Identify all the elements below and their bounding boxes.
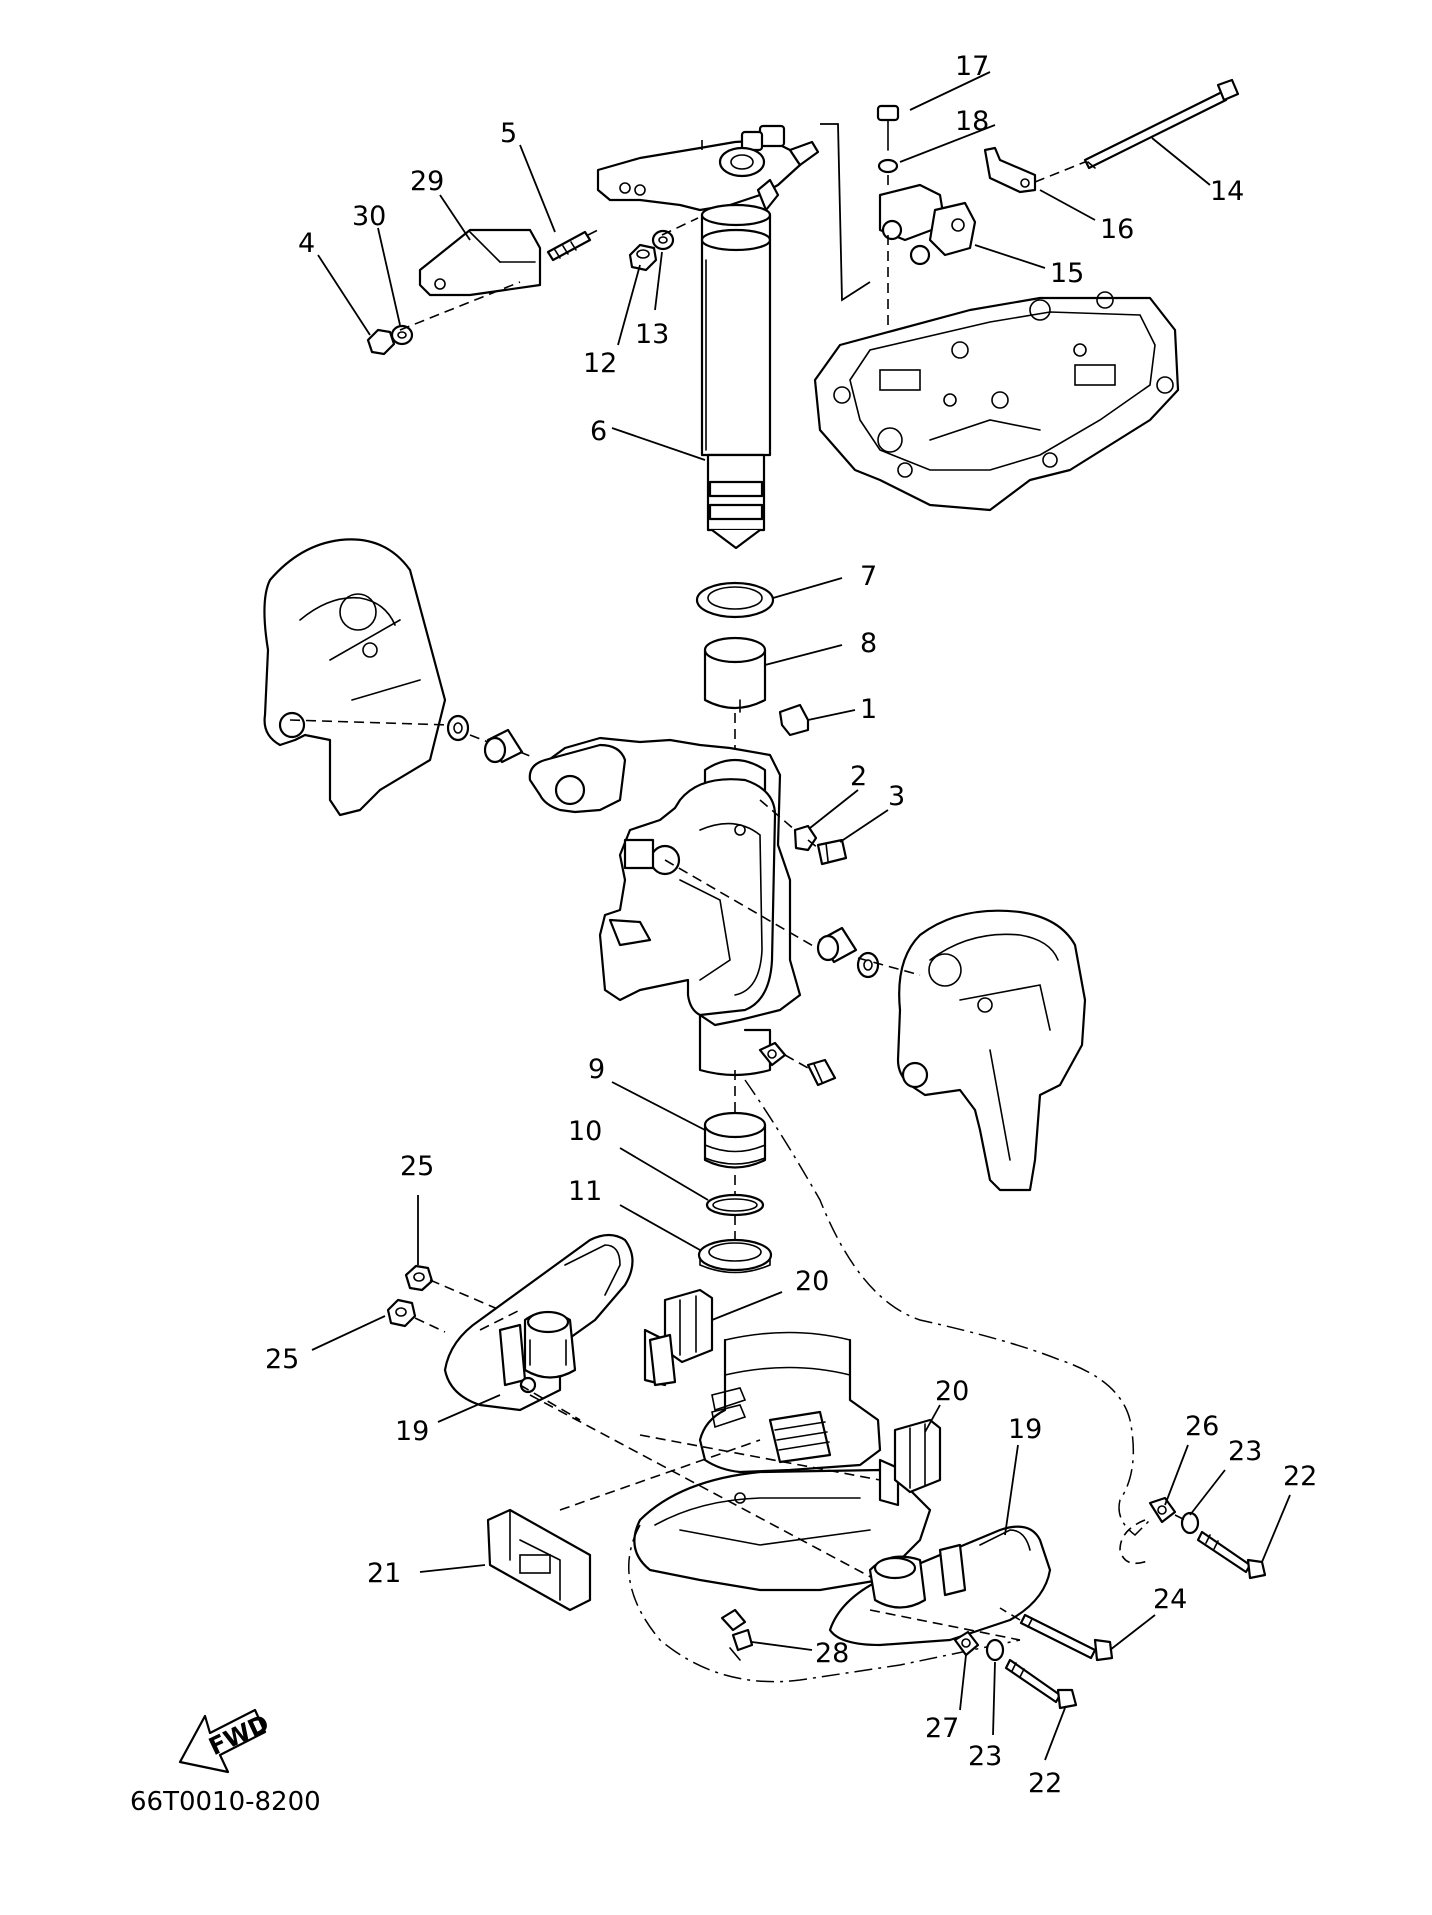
- damper-20-lower: [878, 1418, 942, 1507]
- steering-arm: [596, 124, 820, 212]
- damper-20-upper: [643, 1288, 714, 1387]
- callout-23-lower: 23: [968, 1741, 1002, 1772]
- callout-27: 27: [925, 1713, 959, 1744]
- callout-19-right: 19: [1008, 1414, 1042, 1445]
- callout-28: 28: [815, 1638, 849, 1669]
- clip-26: [1148, 1496, 1177, 1524]
- bolt-22-lower: [1004, 1658, 1078, 1710]
- clamp-bracket-right: [896, 909, 1087, 1192]
- washer-23-lower: [985, 1638, 1005, 1662]
- callout-23-upper: 23: [1228, 1436, 1262, 1467]
- clip-27: [953, 1630, 980, 1657]
- bushing-9: [703, 1111, 767, 1169]
- callout-21: 21: [367, 1558, 401, 1589]
- steering-shaft: [700, 203, 772, 550]
- fwd-label: FWD: [205, 1709, 274, 1761]
- callout-22-lower: 22: [1028, 1768, 1062, 1799]
- bushing-right: [816, 926, 858, 964]
- mount-plate: [813, 291, 1180, 512]
- rubber-mount-19-right: [828, 1525, 1052, 1647]
- callout-6: 6: [590, 416, 607, 447]
- washer-13: [651, 229, 675, 251]
- washer-30: [390, 324, 414, 346]
- callout-1: 1: [860, 694, 877, 725]
- callout-26: 26: [1185, 1411, 1219, 1442]
- washer-left: [446, 714, 470, 742]
- nut-25-top: [404, 1264, 434, 1292]
- callout-22-upper: 22: [1283, 1461, 1317, 1492]
- leader-lines: [311, 71, 1291, 1761]
- callout-4: 4: [298, 228, 315, 259]
- washer-right: [856, 951, 880, 979]
- o-ring-10: [705, 1193, 765, 1217]
- callout-29: 29: [410, 166, 444, 197]
- callout-8: 8: [860, 628, 877, 659]
- terminal-16: [983, 146, 1037, 194]
- callout-18: 18: [955, 106, 989, 137]
- bolt-3: [816, 838, 848, 866]
- stud-bolt-5: [546, 230, 592, 262]
- callout-24: 24: [1153, 1584, 1187, 1615]
- callout-2: 2: [850, 761, 867, 792]
- bracket-29: [418, 228, 542, 297]
- bushing-left: [483, 728, 524, 764]
- callout-10: 10: [568, 1116, 602, 1147]
- washer-18: [877, 158, 899, 174]
- swivel-bracket: [528, 736, 802, 1077]
- link-block-15: [878, 183, 977, 266]
- callout-labels: 17 18 14 16 15 5 29 30 4 12 13 6 7 8 1 2…: [265, 51, 1317, 1799]
- callout-17: 17: [955, 51, 989, 82]
- washer-7: [695, 581, 775, 619]
- callout-9: 9: [588, 1054, 605, 1085]
- nut-4: [366, 328, 396, 356]
- callout-20-lower: 20: [935, 1376, 969, 1407]
- bushing-8: [703, 636, 767, 713]
- rubber-mount-19-left: [443, 1233, 634, 1412]
- callout-11: 11: [568, 1176, 602, 1207]
- seal-11: [697, 1238, 773, 1274]
- callout-3: 3: [888, 781, 905, 812]
- rod-14: [1083, 78, 1240, 170]
- lower-mount-housing: [698, 1331, 882, 1474]
- callout-14: 14: [1210, 176, 1244, 207]
- callout-12: 12: [583, 348, 617, 379]
- stopper-21: [486, 1508, 592, 1612]
- callout-16: 16: [1100, 214, 1134, 245]
- screw-28: [720, 1608, 754, 1661]
- nut-25-bottom: [386, 1298, 417, 1328]
- lower-cover: [633, 1468, 932, 1592]
- bolt-24: [1019, 1613, 1114, 1662]
- bolt-17: [876, 104, 900, 151]
- callout-7: 7: [860, 561, 877, 592]
- callout-15: 15: [1050, 258, 1084, 289]
- callout-30: 30: [352, 201, 386, 232]
- clamp-bracket-left: [263, 538, 447, 817]
- callout-19-left: 19: [395, 1416, 429, 1447]
- callout-5: 5: [500, 118, 517, 149]
- plate-1: [778, 703, 810, 737]
- grease-nipple-2: [793, 824, 818, 852]
- ground-screw: [806, 1058, 837, 1087]
- bolt-22-upper: [1196, 1530, 1267, 1580]
- callout-25-bottom: 25: [265, 1344, 299, 1375]
- callout-25-top: 25: [400, 1151, 434, 1182]
- nut-12: [628, 243, 658, 272]
- fwd-arrow-icon: FWD: [178, 1708, 274, 1774]
- callout-13: 13: [635, 319, 669, 350]
- diagram-code: 66T0010-8200: [130, 1787, 321, 1817]
- washer-23-upper: [1180, 1511, 1200, 1535]
- callout-20-upper: 20: [795, 1266, 829, 1297]
